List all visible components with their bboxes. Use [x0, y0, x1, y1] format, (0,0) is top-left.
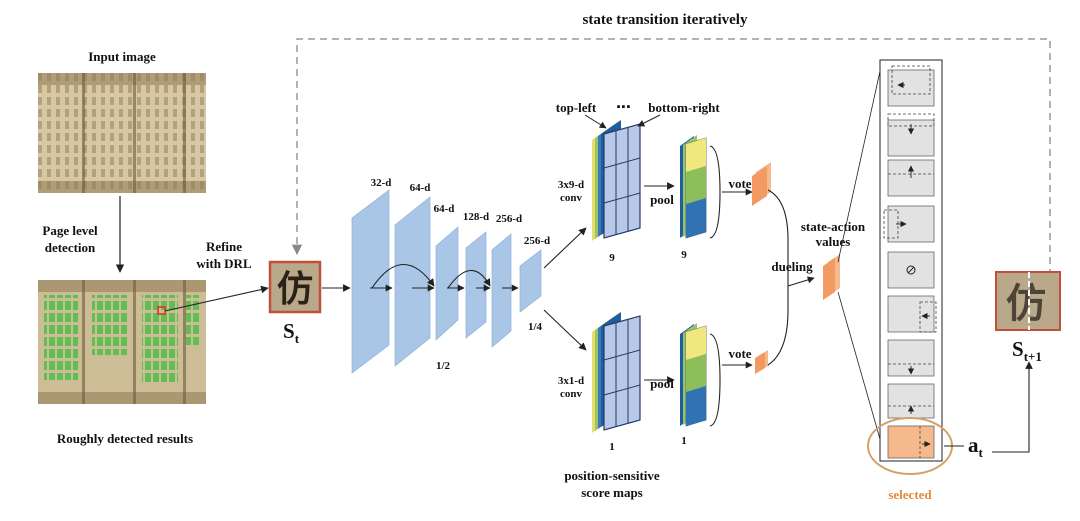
arrow-branch-upper — [543, 227, 587, 269]
state-action-label-1: state-action — [801, 219, 866, 234]
action-shrink-up — [887, 383, 935, 419]
score-maps-caption-1: position-sensitive — [564, 468, 660, 483]
action-move-right — [883, 205, 935, 243]
dueling-label: dueling — [771, 259, 813, 274]
state-t-char: 仿 — [277, 269, 313, 310]
detected-results-label: Roughly detected results — [57, 431, 193, 446]
dueling-merge — [767, 189, 789, 366]
page-detection-label-2: detection — [45, 240, 96, 255]
upper-pooled-maps — [680, 135, 707, 239]
layer-64d-a — [394, 196, 431, 367]
selected-label: selected — [888, 487, 932, 502]
upper-vote-value — [752, 162, 771, 206]
lower-score-maps — [592, 312, 641, 433]
lower-vote-brace — [709, 333, 721, 427]
upper-pool-label: pool — [650, 192, 674, 207]
diagram-title: state transition iteratively — [583, 12, 748, 28]
state-action-values — [823, 254, 840, 300]
upper-conv-label-2: conv — [560, 192, 583, 204]
corner-dots: ▪▪▪ — [617, 101, 632, 113]
state-t1-label: St+1 — [1012, 337, 1042, 364]
layer-32d — [351, 189, 390, 374]
refine-label-2: with DRL — [196, 256, 252, 271]
dim-256d-b: 256-d — [524, 235, 550, 247]
layer-256d-a — [491, 233, 512, 348]
lower-map-count: 1 — [609, 441, 615, 453]
page-detection-label-1: Page level — [42, 223, 98, 238]
state-action-label-2: values — [816, 234, 851, 249]
action-move-up — [887, 159, 935, 197]
input-image-label: Input image — [88, 49, 156, 64]
dim-64d-b: 64-d — [434, 203, 455, 215]
lower-vote-label: vote — [728, 346, 751, 361]
lower-pool-label: pool — [650, 376, 674, 391]
upper-pool-count: 9 — [681, 249, 687, 261]
lower-conv-label-1: 3x1-d — [558, 375, 584, 387]
dim-32d: 32-d — [371, 177, 392, 189]
action-shrink-right-selected — [887, 425, 935, 459]
action-label: at — [968, 433, 984, 460]
backbone — [351, 189, 542, 374]
dim-128d: 128-d — [463, 211, 489, 223]
arrow-refine — [164, 285, 269, 312]
upper-conv-label-1: 3x9-d — [558, 179, 584, 191]
scale-quarter: 1/4 — [528, 321, 543, 333]
dim-256d-a: 256-d — [496, 213, 522, 225]
lower-pooled-maps — [680, 323, 707, 427]
upper-vote-label: vote — [728, 176, 751, 191]
upper-vote-brace — [709, 145, 721, 239]
layer-128d — [465, 231, 487, 339]
arrow-branch-lower — [543, 309, 587, 351]
state-t-image: 仿 — [268, 260, 322, 314]
input-image — [38, 73, 206, 193]
action-stop — [887, 251, 935, 289]
arrow-to-next-state — [992, 361, 1033, 453]
scale-half: 1/2 — [436, 360, 451, 372]
lower-pool-count: 1 — [681, 435, 687, 447]
corner-top-left-label: top-left — [556, 100, 597, 115]
lower-conv-label-2: conv — [560, 388, 583, 400]
corner-bottom-right-label: bottom-right — [648, 100, 720, 115]
dim-64d-a: 64-d — [410, 182, 431, 194]
state-transition-loop — [291, 38, 1051, 300]
refine-label-1: Refine — [206, 239, 242, 254]
lower-vote-value — [755, 350, 768, 374]
action-move-left — [887, 65, 935, 107]
state-t-label: St — [283, 319, 300, 346]
state-t1-char: 仿 — [1006, 281, 1046, 327]
detected-image — [38, 280, 206, 404]
state-t1-image: 仿 — [995, 271, 1061, 331]
layer-256d-b — [519, 249, 542, 313]
action-move-down — [887, 113, 935, 157]
score-maps-caption-2: score maps — [581, 485, 643, 500]
layer-64d-b — [435, 226, 459, 341]
upper-map-count: 9 — [609, 252, 615, 264]
upper-score-maps — [592, 120, 641, 241]
action-shrink-down — [887, 339, 935, 377]
action-shrink-left — [887, 295, 937, 333]
